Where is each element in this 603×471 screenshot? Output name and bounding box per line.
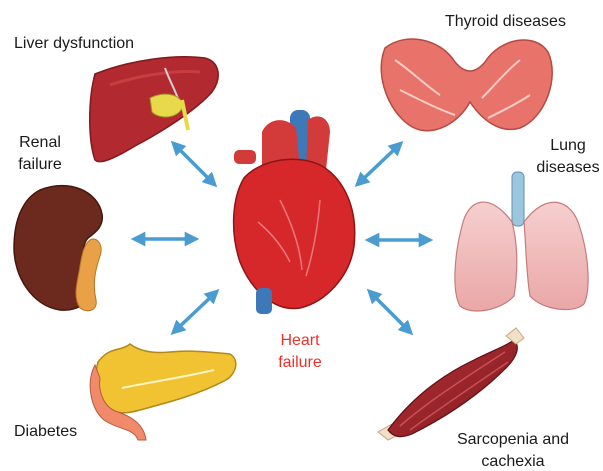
label-sarcopenia-line1: Sarcopenia and xyxy=(450,429,576,451)
label-renal-line1: Renal xyxy=(8,132,72,154)
arrow-heart-pancreas xyxy=(176,294,214,330)
thyroid-icon xyxy=(381,39,552,131)
kidney-icon xyxy=(14,186,102,311)
arrow-heart-liver xyxy=(176,146,212,182)
liver-icon xyxy=(90,57,218,162)
muscle-icon xyxy=(378,328,524,440)
label-sarcopenia-cachexia: Sarcopenia and cachexia xyxy=(450,429,576,471)
label-liver-dysfunction: Liver dysfunction xyxy=(14,33,134,55)
arrow-heart-muscle xyxy=(372,294,408,330)
heart-icon xyxy=(234,110,355,314)
label-lung-line1: Lung xyxy=(532,135,603,157)
label-heart-line1: Heart xyxy=(260,330,340,352)
pancreas-icon xyxy=(90,344,236,440)
label-lung-line2: diseases xyxy=(532,157,603,179)
label-lung-diseases: Lung diseases xyxy=(532,135,603,179)
label-diabetes: Diabetes xyxy=(14,421,77,443)
label-renal-failure: Renal failure xyxy=(8,132,72,176)
label-thyroid-diseases: Thyroid diseases xyxy=(445,11,566,33)
label-heart-line2: failure xyxy=(260,352,340,374)
label-heart-failure: Heart failure xyxy=(260,330,340,374)
lungs-icon xyxy=(455,172,588,311)
arrow-heart-thyroid xyxy=(360,146,398,182)
label-sarcopenia-line2: cachexia xyxy=(450,451,576,471)
label-renal-line2: failure xyxy=(8,154,72,176)
